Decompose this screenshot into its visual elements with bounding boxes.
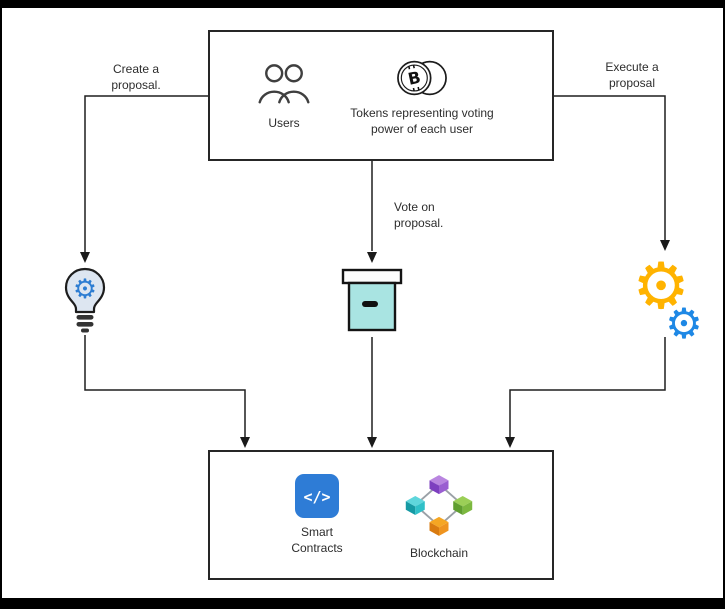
lightbulb-gear-icon: ⚙ [64, 267, 106, 333]
bulb-gear-glyph: ⚙ [73, 274, 97, 305]
smart-contracts-icon: </> [295, 473, 339, 518]
bulb-glass [64, 267, 106, 314]
connector-create-to-bottom [84, 335, 246, 437]
arrowhead-to-ballot [367, 252, 377, 263]
connector-execute-to-bottom [509, 337, 666, 437]
code-glyph: </> [303, 488, 330, 506]
connector-execute [554, 95, 666, 240]
code-icon-background [295, 473, 339, 518]
users-group: Users [256, 60, 312, 132]
ballot-lid [341, 268, 403, 285]
bitcoin-symbol: B [406, 65, 422, 92]
top-black-bar [0, 0, 725, 8]
bottom-black-bar [0, 598, 725, 609]
connector-create [84, 95, 208, 252]
right-frame-edge [723, 0, 725, 609]
execute-proposal-label: Execute a proposal [605, 60, 659, 91]
smart-contracts-blockchain-box: </> Smart Contracts [208, 450, 554, 580]
blockchain-group: Blockchain [401, 469, 477, 562]
gears-icon: ⚙ ⚙ [632, 250, 703, 340]
create-proposal-label: Create a proposal. [111, 62, 161, 93]
users-tokens-box: Users B Tokens representing voting power… [208, 30, 554, 161]
cube-purple [429, 474, 449, 494]
tokens-label: Tokens representing voting power of each… [350, 106, 494, 136]
tokens-group: B Tokens representing voting power of ea… [338, 53, 506, 137]
gear-large-glyph: ⚙ [632, 250, 689, 324]
smart-contracts-label: Smart Contracts [291, 524, 343, 555]
cube-green [453, 495, 473, 515]
vote-proposal-label: Vote on proposal. [394, 200, 444, 231]
blockchain-label: Blockchain [409, 545, 469, 560]
tokens-icon: B [397, 61, 447, 96]
users-label: Users [268, 115, 300, 130]
bulb-base-tip [81, 328, 89, 333]
bitcoin-letter: B [406, 68, 422, 89]
ballot-box-icon [341, 268, 403, 332]
ballot-slot [362, 301, 378, 307]
arrowhead-left-bottom [240, 437, 250, 448]
bulb-base-bar-2 [76, 322, 94, 327]
left-frame-edge [0, 0, 2, 609]
bulb-base-bar-1 [76, 315, 94, 320]
arrowhead-right-bottom [505, 437, 515, 448]
gear-small-glyph: ⚙ [665, 299, 703, 340]
blockchain-icon [405, 474, 473, 536]
arrowhead-to-lightbulb [80, 252, 90, 263]
users-icon [258, 63, 310, 104]
arrowhead-center-bottom [367, 437, 377, 448]
smart-contracts-group: </> Smart Contracts [285, 473, 349, 556]
cube-teal [405, 495, 425, 515]
